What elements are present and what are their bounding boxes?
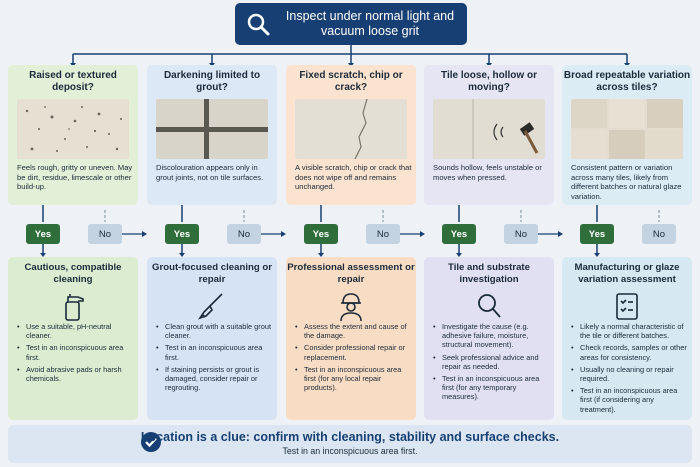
action-item: Consider professional repair or replacem… <box>295 343 413 361</box>
action-item: Likely a normal characteristic of the ti… <box>571 322 689 340</box>
action-item: Clean grout with a suitable grout cleane… <box>156 322 274 340</box>
question-title: Darkening limited to grout? <box>163 70 261 93</box>
grout-photo <box>156 99 268 159</box>
checklist-icon <box>562 290 692 322</box>
action-list: Clean grout with a suitable grout cleane… <box>156 322 274 395</box>
action-list: Investigate the cause (e.g. adhesive fai… <box>433 322 551 405</box>
action-list: Assess the extent and cause of the damag… <box>295 322 413 395</box>
action-item: Test in an inconspicuous area first (for… <box>433 374 551 402</box>
question-description: Sounds hollow, feels unstable or moves w… <box>433 163 542 182</box>
action-title: Manufacturing or glaze variation assessm… <box>574 262 680 285</box>
action-item: Test in an inconspicuous area first. <box>17 343 135 361</box>
question-description: Discolouration appears only in grout joi… <box>156 163 264 182</box>
question-title: Fixed scratch, chip or crack? <box>299 70 403 93</box>
yes-label: Yes <box>26 224 60 244</box>
action-title: Cautious, compatible cleaning <box>24 262 122 285</box>
grout-tile-image <box>156 99 268 159</box>
speckled-tile-image <box>17 99 129 159</box>
question-description: A visible scratch, chip or crack that do… <box>295 163 412 192</box>
deposit-photo <box>17 99 129 159</box>
yes-label: Yes <box>304 224 338 244</box>
action-list: Likely a normal characteristic of the ti… <box>571 322 689 417</box>
action-item: Test in an inconspicuous area first. <box>156 343 274 361</box>
no-label: No <box>642 224 676 244</box>
footer-subtitle: Test in an inconspicuous area first. <box>282 446 418 456</box>
magnifier-icon <box>424 290 554 322</box>
footer-title: Location is a clue: confirm with cleanin… <box>140 430 560 444</box>
spray-bottle-icon <box>8 290 138 322</box>
footer-banner <box>8 425 692 463</box>
yes-label: Yes <box>580 224 614 244</box>
action-item: Usually no cleaning or repair required. <box>571 365 689 383</box>
grout-brush-icon <box>147 290 277 322</box>
yes-label: Yes <box>165 224 199 244</box>
action-item: Assess the extent and cause of the damag… <box>295 322 413 340</box>
variation-photo <box>571 99 683 159</box>
no-label: No <box>88 224 122 244</box>
tile-grid-image <box>571 99 683 159</box>
action-list: Use a suitable, pH-neutral cleaner. Test… <box>17 322 135 386</box>
check-circle-icon <box>141 432 161 452</box>
action-title: Professional assessment or repair <box>287 262 415 285</box>
question-description: Consistent pattern or variation across m… <box>571 163 682 201</box>
yes-label: Yes <box>442 224 476 244</box>
no-label: No <box>504 224 538 244</box>
cracked-tile-image <box>295 99 407 159</box>
no-label: No <box>366 224 400 244</box>
action-title: Tile and substrate investigation <box>448 262 530 285</box>
action-title: Grout-focused cleaning or repair <box>152 262 272 285</box>
worker-icon <box>286 290 416 322</box>
scratch-photo <box>295 99 407 159</box>
action-item: Check records, samples or other areas fo… <box>571 343 689 361</box>
action-item: Seek professional advice and repair as n… <box>433 353 551 371</box>
loose-tile-photo <box>433 99 545 159</box>
start-title: Inspect under normal light and vacuum lo… <box>285 9 455 38</box>
start-box: Inspect under normal light and vacuum lo… <box>235 3 467 45</box>
question-description: Feels rough, gritty or uneven. May be di… <box>17 163 133 192</box>
no-label: No <box>227 224 261 244</box>
action-item: Investigate the cause (e.g. adhesive fai… <box>433 322 551 350</box>
question-title: Tile loose, hollow or moving? <box>441 70 537 93</box>
action-item: If staining persists or grout is damaged… <box>156 365 274 393</box>
action-item: Test in an inconspicuous area first (if … <box>571 386 689 414</box>
action-item: Test in an inconspicuous area first (for… <box>295 365 413 393</box>
action-item: Use a suitable, pH-neutral cleaner. <box>17 322 135 340</box>
magnifier-icon <box>247 13 270 36</box>
hammer-tile-image <box>433 99 545 159</box>
question-title: Broad repeatable variation across tiles? <box>563 70 691 93</box>
action-item: Avoid abrasive pads or harsh chemicals. <box>17 365 135 383</box>
question-title: Raised or textured deposit? <box>29 70 117 93</box>
